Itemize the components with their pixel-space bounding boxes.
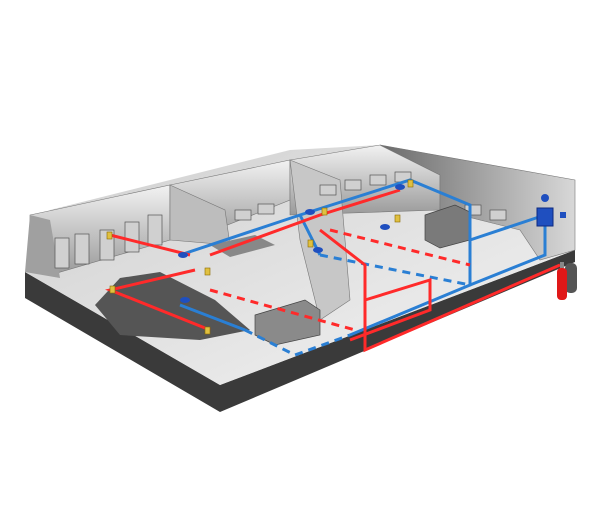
supply-piping-underfloor <box>209 228 471 332</box>
supply-piping <box>105 188 561 353</box>
right-wall <box>379 144 576 261</box>
extinguisher-cylinder-icon <box>557 262 577 300</box>
equipment-box <box>254 299 321 346</box>
floor-opening <box>95 272 250 340</box>
equipment-racks <box>54 171 507 269</box>
floor-slab <box>25 250 575 412</box>
partition-wall <box>289 159 351 321</box>
detection-piping-underfloor <box>244 253 471 357</box>
left-end-wall <box>25 215 60 278</box>
table <box>210 235 275 257</box>
nozzle-icon <box>106 179 414 335</box>
control-panel-icon <box>536 194 566 227</box>
detector-icon <box>178 184 405 303</box>
